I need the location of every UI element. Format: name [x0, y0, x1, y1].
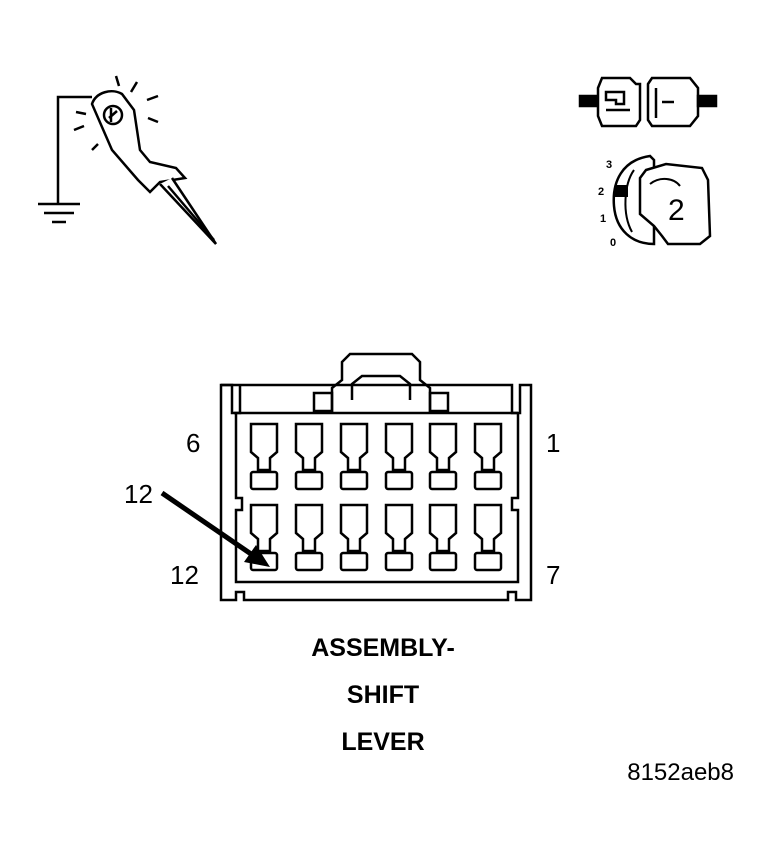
pin-cavity-4 [339, 422, 369, 472]
pin-terminal-9 [384, 551, 414, 572]
pin-terminal-2 [428, 470, 458, 491]
ignition-key-position: 2 [668, 194, 685, 227]
pin-cavity-10 [339, 503, 369, 553]
pin-terminal-8 [428, 551, 458, 572]
callout-pin-label: 12 [124, 479, 153, 509]
pin-terminal-5 [294, 470, 324, 491]
ignition-key-icon [612, 154, 712, 246]
pin-cavity-11 [294, 503, 324, 553]
pin-label-top-left: 6 [186, 428, 200, 458]
pin-label-bottom-left: 12 [170, 560, 199, 590]
pin-cavity-6 [249, 422, 279, 472]
pin-cavity-8 [428, 503, 458, 553]
figure-id: 8152aeb8 [627, 759, 734, 786]
pin-cavity-12 [249, 503, 279, 553]
pin-terminal-7 [473, 551, 503, 572]
pin-label-bottom-right: 7 [546, 560, 560, 590]
caption-line-3: LEVER [341, 728, 424, 756]
pin-terminal-11 [294, 551, 324, 572]
ignition-position-0: 0 [610, 237, 616, 249]
pin-cavity-7 [473, 503, 503, 553]
pin-label-top-right: 1 [546, 428, 560, 458]
caption-line-1: ASSEMBLY- [311, 634, 455, 662]
pin-terminal-3 [384, 470, 414, 491]
connector-pins [249, 422, 503, 572]
caption-line-2: SHIFT [347, 681, 419, 709]
pin-terminal-10 [339, 551, 369, 572]
ignition-position-2: 2 [598, 186, 604, 198]
ignition-position-3: 3 [606, 159, 612, 171]
pin-terminal-6 [249, 470, 279, 491]
pin-terminal-1 [473, 470, 503, 491]
ground-probe-icon [38, 75, 218, 245]
ignition-position-1: 1 [600, 213, 606, 225]
disconnected-connector-icon [578, 76, 718, 128]
pin-terminal-4 [339, 470, 369, 491]
pin-cavity-3 [384, 422, 414, 472]
callout-arrow [160, 490, 270, 567]
pin-cavity-1 [473, 422, 503, 472]
pin-cavity-5 [294, 422, 324, 472]
pin-cavity-9 [384, 503, 414, 553]
pin-cavity-2 [428, 422, 458, 472]
